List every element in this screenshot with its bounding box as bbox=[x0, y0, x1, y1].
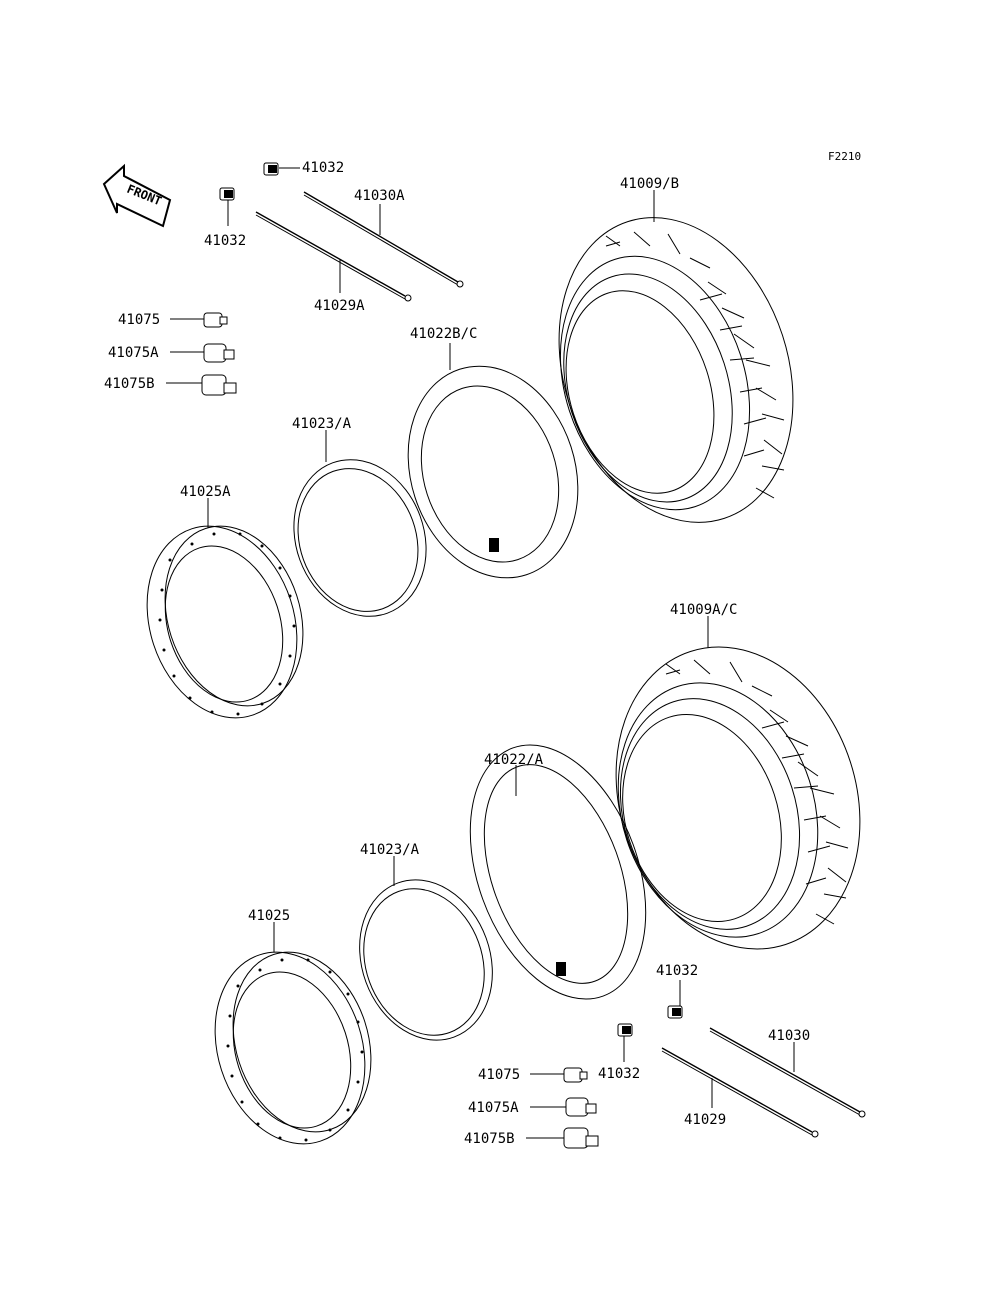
label-41075B-top: 41075B bbox=[104, 376, 155, 392]
valve-cap-41032-bottom-1 bbox=[667, 1005, 683, 1019]
label-41030A: 41030A bbox=[354, 188, 405, 204]
valve-stem-41075B-top bbox=[201, 374, 237, 396]
label-41075B-bottom: 41075B bbox=[464, 1131, 515, 1147]
label-41023A-top: 41023/A bbox=[292, 416, 352, 432]
inner-tube-41022A bbox=[469, 744, 647, 1000]
figure-code: F2210 bbox=[828, 150, 861, 163]
label-41025A: 41025A bbox=[180, 484, 231, 500]
spoke-41029 bbox=[661, 1047, 819, 1138]
label-41032-bottom-1: 41032 bbox=[656, 963, 698, 979]
label-41022BC: 41022B/C bbox=[410, 326, 477, 342]
label-41029: 41029 bbox=[684, 1112, 726, 1128]
valve-cap-41032-top-1 bbox=[263, 162, 279, 176]
label-41009B: 41009/B bbox=[620, 176, 679, 192]
label-41022A: 41022/A bbox=[484, 752, 544, 768]
label-41009AC: 41009A/C bbox=[670, 602, 737, 618]
label-41032-bottom-2: 41032 bbox=[598, 1066, 640, 1082]
rim-band-41023A-bottom bbox=[359, 879, 493, 1041]
label-41075A-top: 41075A bbox=[108, 345, 159, 361]
valve-stem-41075A-top bbox=[203, 343, 235, 363]
valve-stem-41075A-bottom bbox=[565, 1097, 597, 1117]
rim-41025A bbox=[146, 525, 304, 719]
spoke-41029A bbox=[255, 211, 412, 302]
label-41032-top-2: 41032 bbox=[204, 233, 246, 249]
label-41025: 41025 bbox=[248, 908, 290, 924]
spoke-41030A bbox=[303, 191, 464, 288]
rim-band-41023A-top bbox=[293, 459, 427, 617]
spoke-41030 bbox=[709, 1027, 866, 1118]
valve-stem-41075-top bbox=[203, 312, 228, 328]
valve-stem-41075-bottom bbox=[563, 1067, 588, 1083]
rim-41025 bbox=[214, 951, 372, 1145]
valve-stem-41075B-bottom bbox=[563, 1127, 599, 1149]
label-41075-top: 41075 bbox=[118, 312, 160, 328]
label-41075A-bottom: 41075A bbox=[468, 1100, 519, 1116]
valve-cap-41032-top-2 bbox=[219, 187, 235, 201]
label-41075-bottom: 41075 bbox=[478, 1067, 520, 1083]
inner-tube-41022BC bbox=[407, 365, 579, 579]
valve-cap-41032-bottom-2 bbox=[617, 1023, 633, 1037]
label-41032-top-1: 41032 bbox=[302, 160, 344, 176]
tire-41009B bbox=[558, 217, 794, 523]
label-41023A-bottom: 41023/A bbox=[360, 842, 420, 858]
label-41030: 41030 bbox=[768, 1028, 810, 1044]
tire-41009AC bbox=[615, 646, 861, 950]
label-41029A: 41029A bbox=[314, 298, 365, 314]
front-arrow-icon: FRONT bbox=[102, 163, 172, 228]
